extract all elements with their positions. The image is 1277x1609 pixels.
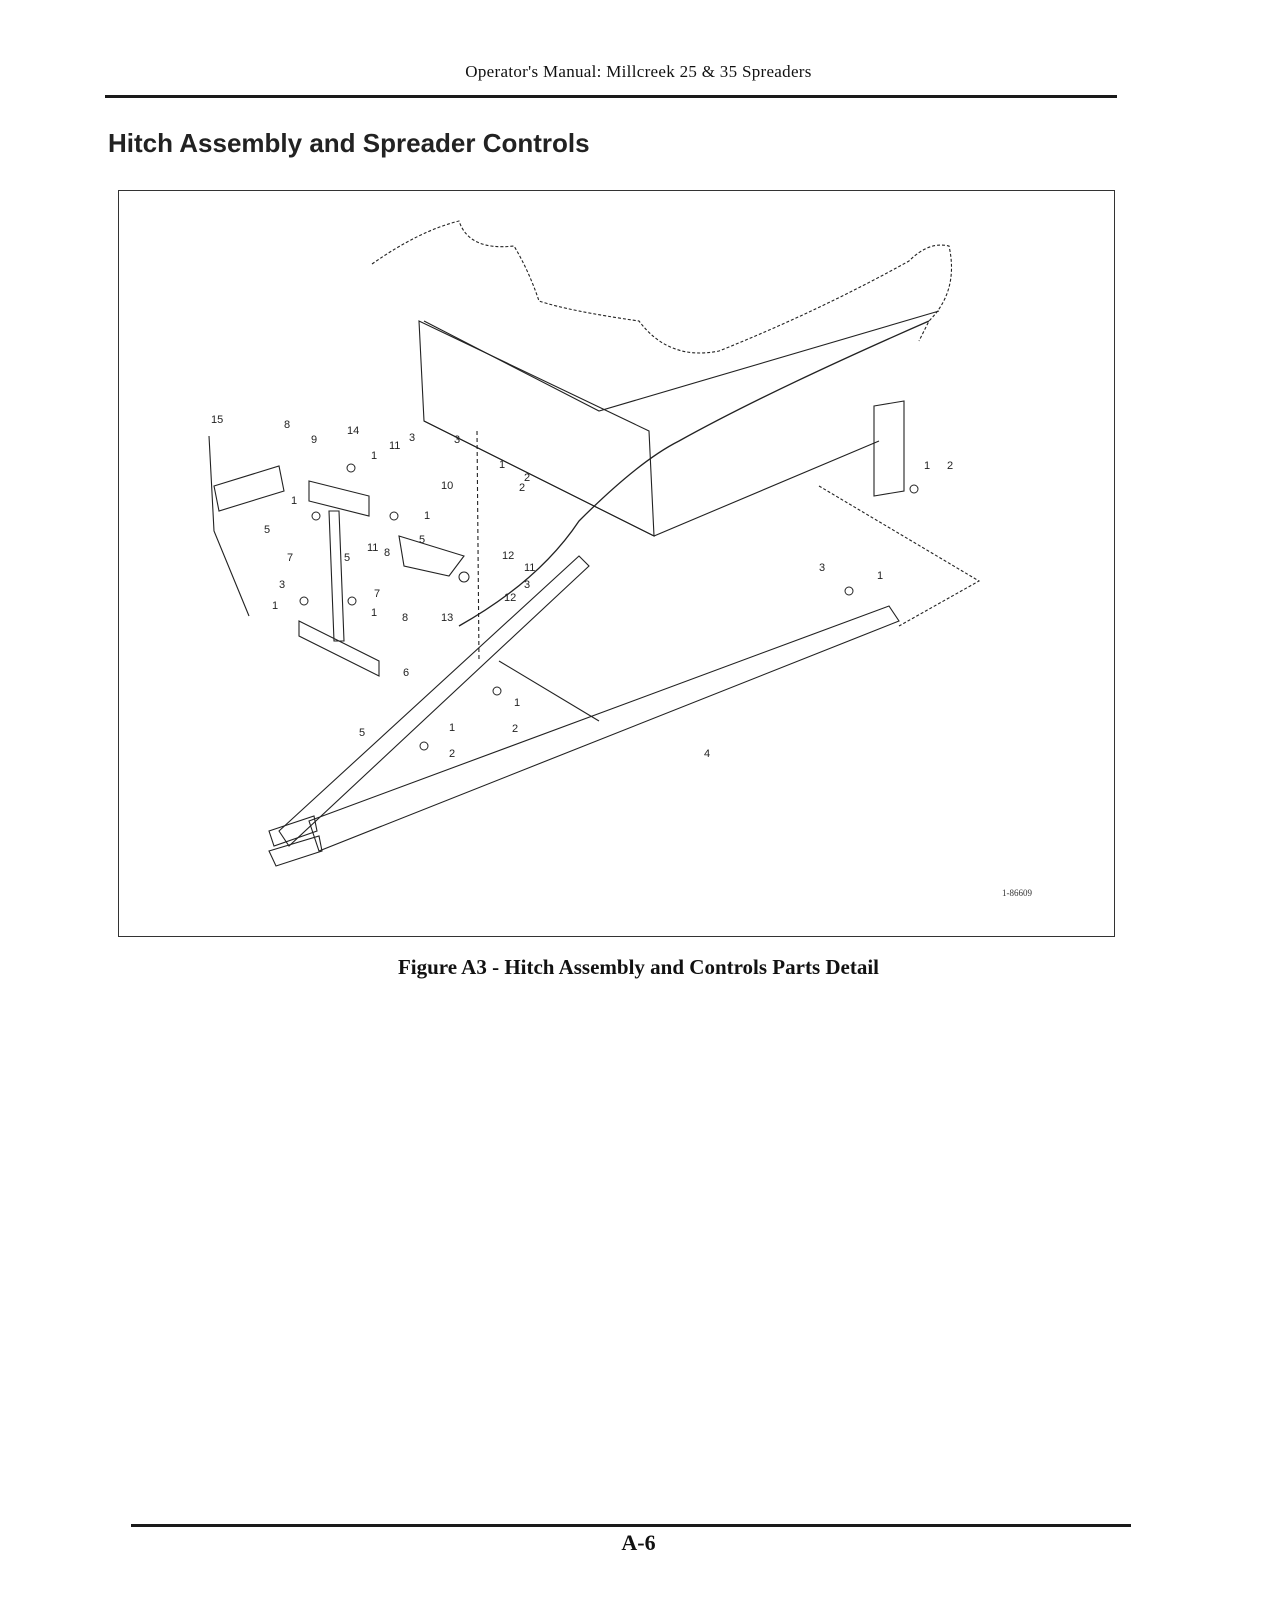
- callout: 3: [454, 434, 460, 446]
- callout: 10: [441, 480, 453, 492]
- callout: 13: [441, 612, 453, 624]
- callout: 8: [402, 612, 408, 624]
- callout: 12: [502, 550, 514, 562]
- callout: 5: [344, 552, 350, 564]
- tongue-cross-member: [499, 661, 599, 721]
- tongue-left-rail: [279, 556, 589, 846]
- washer: [348, 597, 356, 605]
- jack-foot-plate: [299, 621, 379, 676]
- page-number: A-6: [0, 1530, 1277, 1556]
- callout: 1: [449, 722, 455, 734]
- callout: 7: [287, 552, 293, 564]
- callout: 11: [389, 440, 400, 452]
- washer: [312, 512, 320, 520]
- callout: 1: [424, 510, 430, 522]
- callout: 2: [947, 460, 953, 472]
- callout: 3: [409, 432, 415, 444]
- washer: [347, 464, 355, 472]
- callout: 2: [449, 748, 455, 760]
- callout: 11: [524, 562, 535, 574]
- callout: 1: [924, 460, 930, 472]
- callout: 9: [311, 434, 317, 446]
- washer: [493, 687, 501, 695]
- callout: 1: [291, 495, 297, 507]
- section-title: Hitch Assembly and Spreader Controls: [108, 128, 590, 159]
- washer: [845, 587, 853, 595]
- callout: 11: [367, 542, 378, 554]
- callout: 2: [524, 472, 530, 484]
- washer: [420, 742, 428, 750]
- callout: 1: [499, 459, 505, 471]
- running-header: Operator's Manual: Millcreek 25 & 35 Spr…: [0, 62, 1277, 82]
- callout: 1: [371, 607, 377, 619]
- control-bracket: [399, 536, 464, 576]
- callout: 1: [877, 570, 883, 582]
- figure-caption: Figure A3 - Hitch Assembly and Controls …: [0, 955, 1277, 980]
- callout: 7: [374, 588, 380, 600]
- figure-frame: 15 8 14 9 1 11 3 10 2 1 5 1 7 5 11 8 5 1…: [118, 190, 1115, 937]
- callout: 14: [347, 425, 359, 437]
- washer: [459, 572, 469, 582]
- header-rule: [105, 95, 1117, 98]
- washer: [910, 485, 918, 493]
- drawing-id: 1-86609: [1002, 888, 1032, 898]
- callout: 4: [704, 748, 710, 760]
- washer: [390, 512, 398, 520]
- jack-stand: [329, 511, 344, 641]
- callout: 5: [419, 534, 425, 546]
- callout: 1: [514, 697, 520, 709]
- callout: 8: [284, 419, 290, 431]
- dashed-leader-panel: [819, 486, 979, 626]
- callout: 6: [403, 667, 409, 679]
- callout: 3: [279, 579, 285, 591]
- callout: 1: [272, 600, 278, 612]
- callout: 12: [504, 592, 516, 604]
- spreader-front-wall: [424, 311, 939, 411]
- callout: 3: [819, 562, 825, 574]
- callout: 2: [512, 723, 518, 735]
- callout: 8: [384, 547, 390, 559]
- footer-rule: [131, 1524, 1131, 1527]
- callout: 15: [211, 414, 223, 426]
- callout: 1: [371, 450, 377, 462]
- hitch-assembly-drawing: 15 8 14 9 1 11 3 10 2 1 5 1 7 5 11 8 5 1…: [119, 191, 1114, 936]
- leader-line-15: [209, 436, 249, 616]
- tongue-main-beam: [309, 606, 899, 851]
- side-bracket-plate: [874, 401, 904, 496]
- hitch-bracket-left: [214, 466, 284, 511]
- spreader-side-panel: [419, 321, 654, 536]
- callout: 5: [359, 727, 365, 739]
- washer: [300, 597, 308, 605]
- callout: 3: [524, 579, 530, 591]
- callout: 5: [264, 524, 270, 536]
- vertical-rod: [477, 431, 479, 661]
